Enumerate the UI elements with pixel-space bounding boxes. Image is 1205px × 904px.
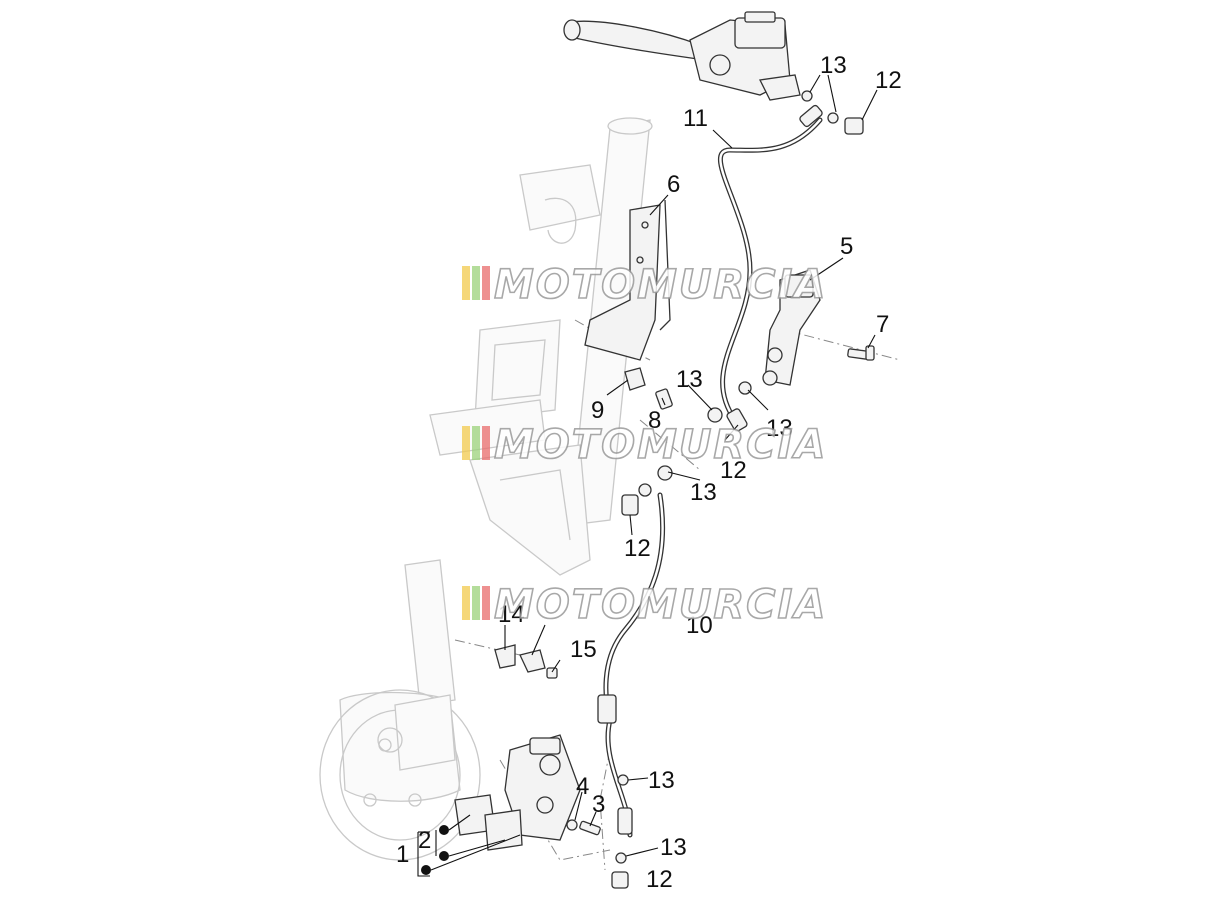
watermark-bottom: MOTOMURCIA (462, 581, 827, 629)
callout-10: 10 (686, 612, 713, 639)
kit-dot-3 (421, 865, 431, 875)
callout-11: 11 (683, 105, 708, 132)
brake-hose-11 (717, 104, 823, 423)
leader-lines (504, 74, 878, 857)
watermark-stripe (472, 266, 480, 300)
watermark-top: MOTOMURCIA (462, 261, 827, 309)
kit-dot-2 (439, 851, 449, 861)
watermark-stripe (462, 586, 470, 620)
brake-lever-master-cylinder (563, 11, 801, 101)
callout-13-low-a: 13 (648, 767, 675, 794)
mounting-bracket (584, 199, 671, 361)
callout-3: 3 (592, 791, 605, 818)
callout-13-mid-a: 13 (676, 366, 703, 393)
brake-hose-10 (597, 492, 666, 838)
brake-caliper (504, 734, 601, 841)
callout-14: 14 (498, 601, 525, 628)
callout-4: 4 (576, 773, 589, 800)
callout-6: 6 (667, 171, 680, 198)
watermark-middle: MOTOMURCIA (462, 421, 827, 469)
watermark-stripe (482, 586, 490, 620)
callout-12-top: 12 (875, 67, 902, 94)
hydraulic-distributor (762, 269, 821, 386)
callout-7: 7 (876, 311, 889, 338)
callout-13-top: 13 (820, 52, 847, 79)
kit-dot-1 (439, 825, 449, 835)
watermark-stripe (472, 426, 480, 460)
callout-13-mid-b: 13 (766, 415, 793, 442)
watermark-stripe (472, 586, 480, 620)
watermark-stripe (462, 266, 470, 300)
brake-pads (454, 794, 523, 851)
callout-15: 15 (570, 636, 597, 663)
callout-9: 9 (591, 397, 604, 424)
callout-12-mid: 12 (720, 457, 747, 484)
callout-1: 1 (396, 841, 409, 868)
callout-labels: 1 2 3 4 5 6 7 8 9 10 11 12 12 12 12 13 1… (396, 52, 902, 893)
callout-13-mid-c: 13 (690, 479, 717, 506)
fork-and-disc-ghost (319, 559, 481, 861)
watermark-stripe (482, 426, 490, 460)
callout-8: 8 (648, 407, 661, 434)
watermark-stripe (482, 266, 490, 300)
callout-5: 5 (840, 233, 853, 260)
watermark-text: MOTOMURCIA (494, 422, 827, 468)
callout-12-bottom: 12 (646, 866, 673, 893)
watermark-text: MOTOMURCIA (494, 262, 827, 308)
watermark-text: MOTOMURCIA (494, 582, 827, 628)
small-fittings (611, 90, 864, 889)
callout-13-low-b: 13 (660, 834, 687, 861)
watermark-stripe (462, 426, 470, 460)
callout-12-left: 12 (624, 535, 651, 562)
screw-7 (847, 345, 875, 361)
cable-clips (494, 644, 558, 679)
callout-2: 2 (418, 827, 431, 854)
kit-bracket (417, 814, 521, 877)
